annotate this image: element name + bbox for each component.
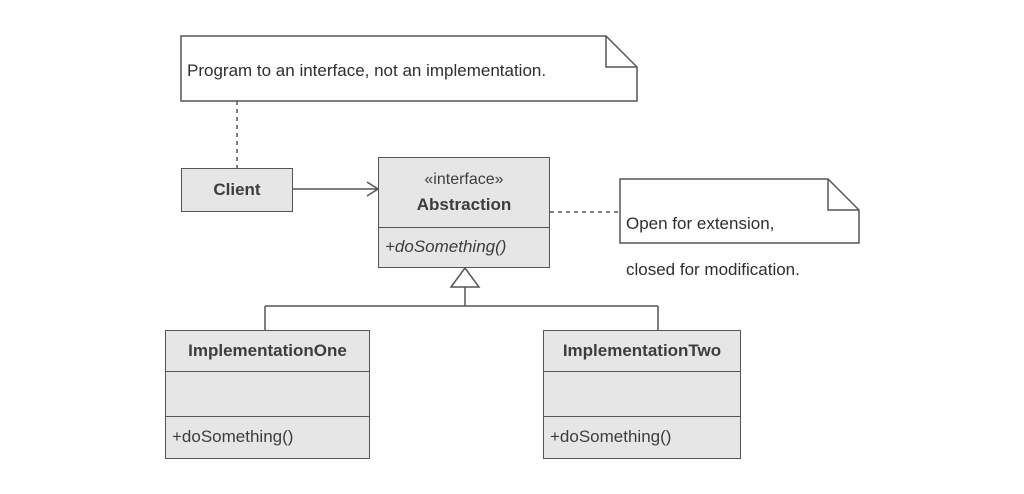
client-class-name: Client (213, 180, 261, 199)
abstraction-stereotype: «interface» (424, 170, 504, 188)
abstraction-method: +doSomething() (385, 237, 507, 256)
note-top-shape (180, 35, 638, 102)
implementation-one-attributes (166, 372, 369, 417)
implementation-two-name: ImplementationTwo (544, 331, 740, 372)
note-right-line-2: closed for modification. (626, 260, 800, 279)
implementation-two-class: ImplementationTwo +doSomething() (543, 330, 741, 459)
abstraction-header: «interface» Abstraction (379, 158, 549, 228)
abstraction-interface: «interface» Abstraction +doSomething() (378, 157, 550, 268)
implementation-two-method: +doSomething() (550, 427, 672, 446)
implementation-two-attributes (544, 372, 740, 417)
abstraction-name: Abstraction (416, 194, 512, 214)
implementation-one-method: +doSomething() (172, 427, 294, 446)
note-right-fold (827, 179, 859, 211)
generalization-triangle (449, 266, 481, 288)
note-right-text: Open for extension, closed for modificat… (626, 189, 800, 304)
implementation-one-class: ImplementationOne +doSomething() (165, 330, 370, 459)
note-right-line-1: Open for extension, (626, 214, 775, 233)
client-class: Client (181, 168, 293, 212)
note-right-shape (619, 178, 860, 244)
note-top-fold (605, 36, 637, 68)
implementation-one-name: ImplementationOne (166, 331, 369, 372)
note-top-text: Program to an interface, not an implemen… (187, 61, 547, 80)
